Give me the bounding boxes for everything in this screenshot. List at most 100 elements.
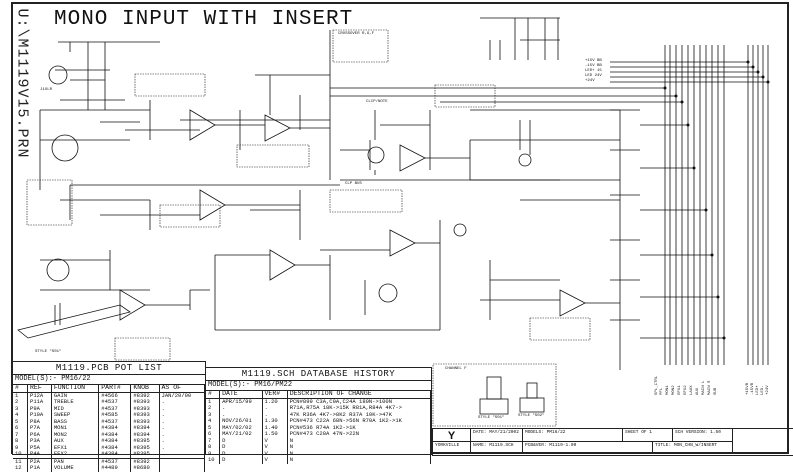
table-cell: R71A,R75A 18K->15K R81A,R84A 4K7-> bbox=[287, 404, 432, 412]
table-cell: #4384 bbox=[98, 444, 132, 451]
table-cell: V bbox=[262, 443, 288, 451]
pot-list-model: MODEL(S):- PM16/22 bbox=[13, 375, 205, 385]
table-cell: . bbox=[159, 437, 206, 445]
table-cell: JAN/20/00 bbox=[159, 392, 206, 399]
table-cell: . bbox=[159, 411, 206, 419]
xlr-label: J1XLR bbox=[40, 88, 53, 92]
table-cell: . bbox=[159, 431, 206, 438]
table-cell: V bbox=[262, 437, 288, 444]
table-cell: D bbox=[219, 437, 263, 444]
config-tables bbox=[26, 29, 591, 427]
table-cell: . bbox=[159, 450, 206, 458]
table-cell: #8392 bbox=[130, 457, 160, 465]
column-header: KNOB bbox=[130, 384, 160, 393]
sch-version-field: SCH VERSION: 1.50 bbox=[673, 429, 733, 442]
table-cell: P7A bbox=[27, 424, 52, 432]
table-cell: PCN#899 C3A,C9A,C24A 180N->100N bbox=[287, 398, 432, 405]
table-cell: 3 bbox=[206, 411, 221, 418]
table-cell: . bbox=[159, 418, 206, 425]
table-cell: P12A bbox=[27, 392, 52, 399]
pcb-ver-field: PCB&VER: M1119-1.00 bbox=[523, 442, 653, 454]
table-cell: PAN bbox=[51, 457, 100, 465]
table-cell: #4384 bbox=[98, 424, 132, 432]
table-cell: #8393 bbox=[130, 411, 160, 419]
table-cell: #4566 bbox=[98, 392, 132, 399]
table-cell: EFX2 bbox=[51, 450, 100, 458]
table-cell: 1.40 bbox=[262, 424, 288, 431]
pot-style-label: STYLE "S02" bbox=[518, 414, 545, 418]
bus-label: SUB bbox=[714, 387, 718, 395]
column-header: AS OF bbox=[159, 384, 206, 393]
table-cell: PCN#473 C22A 68N->56N R70A 1K2->1K bbox=[287, 417, 432, 425]
table-cell: 5 bbox=[13, 418, 29, 425]
table-cell: 1.20 bbox=[262, 398, 288, 405]
table-cell: P3A bbox=[27, 437, 52, 445]
table-cell: #8395 bbox=[130, 437, 160, 445]
table-cell: V bbox=[262, 450, 288, 457]
table-cell: #4384 bbox=[98, 437, 132, 445]
table-cell: . bbox=[159, 398, 206, 406]
table-cell: . bbox=[159, 405, 206, 412]
table-cell: #8395 bbox=[130, 444, 160, 451]
bus-label: SPL_CTRL bbox=[655, 375, 659, 395]
table-cell: 5 bbox=[206, 424, 221, 431]
table-cell: 2 bbox=[13, 398, 29, 406]
pot-style-label: STYLE "S01" bbox=[478, 416, 505, 420]
models-field: MODELS: PM16/22 bbox=[523, 429, 623, 442]
table-cell: P5A bbox=[27, 444, 52, 451]
table-cell: #8393 bbox=[130, 398, 160, 406]
table-cell: D bbox=[219, 450, 263, 457]
table-cell: 7 bbox=[206, 437, 221, 444]
psu-bus-label: LED- bbox=[761, 385, 765, 395]
table-cell: 8 bbox=[206, 443, 221, 451]
bus-label: EFX1 bbox=[678, 385, 682, 395]
clp-bus-label: CLP BUS bbox=[345, 182, 362, 186]
db-history-caption: M1119.SCH DATABASE HISTORY bbox=[206, 368, 431, 381]
table-cell: 9 bbox=[206, 450, 221, 457]
table-cell: . bbox=[219, 411, 263, 418]
psu-label: -15V BB bbox=[585, 64, 602, 68]
column-header: DATE bbox=[219, 390, 263, 399]
table-cell: N bbox=[287, 437, 432, 444]
psu-bus-label: -15VB bbox=[751, 382, 755, 395]
bus-label: MON1 bbox=[666, 385, 670, 395]
table-cell: #4585 bbox=[98, 411, 132, 419]
bus-label: MAIN L bbox=[702, 380, 706, 395]
channel-box-label: CHANNEL F bbox=[445, 367, 467, 371]
table-cell: 1 bbox=[206, 398, 221, 405]
table-row: 2..R71A,R75A 18K->15K R81A,R84A 4K7-> bbox=[206, 404, 432, 412]
junction-dots bbox=[663, 60, 770, 340]
table-cell: 8 bbox=[13, 437, 29, 445]
table-cell: #8392 bbox=[130, 392, 160, 399]
table-cell: P6A bbox=[27, 431, 52, 438]
bus-label: PFL bbox=[660, 387, 664, 395]
table-cell: 9 bbox=[13, 444, 29, 451]
yorkville-logo: Y bbox=[433, 429, 471, 442]
table-cell bbox=[159, 465, 206, 472]
table-cell: N bbox=[287, 443, 432, 451]
table-cell: #8393 bbox=[130, 405, 160, 412]
table-cell: #4537 bbox=[98, 457, 132, 465]
sheet-title: MONO INPUT WITH INSERT bbox=[54, 8, 354, 31]
table-cell: 10 bbox=[13, 450, 29, 458]
table-cell: #8394 bbox=[130, 424, 160, 432]
psu-label: LED 24V bbox=[585, 74, 602, 78]
clip-led-label: CLIP/NOTE bbox=[366, 100, 388, 104]
table-cell: MON2 bbox=[51, 431, 100, 438]
table-cell: P1A bbox=[27, 464, 52, 472]
sheet-field: SHEET OF 1 bbox=[623, 429, 673, 442]
table-cell: . bbox=[159, 424, 206, 432]
